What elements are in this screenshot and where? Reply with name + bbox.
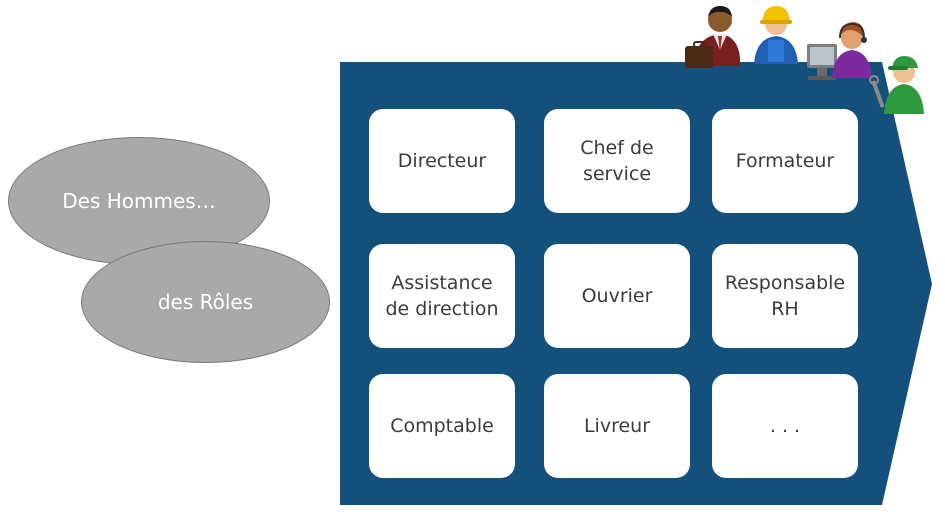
ellipse-hommes: Des Hommes… — [8, 137, 270, 265]
role-label: Comptable — [390, 415, 494, 437]
role-label: Livreur — [583, 415, 651, 437]
role-card-responsable-rh: Responsable RH — [712, 244, 858, 348]
call-center-operator-icon — [807, 22, 872, 80]
people-illustration — [685, 6, 924, 114]
role-label: Assistance de direction — [385, 272, 499, 320]
mechanic-icon — [869, 56, 924, 114]
role-label: Ouvrier — [581, 285, 653, 307]
role-card-more: . . . — [712, 374, 858, 478]
role-card-ouvrier: Ouvrier — [544, 244, 690, 348]
construction-worker-icon — [754, 6, 798, 64]
ellipse-roles-label: des Rôles — [157, 290, 254, 314]
ellipse-roles: des Rôles — [81, 241, 330, 363]
role-card-directeur: Directeur — [369, 109, 515, 213]
role-label: Directeur — [397, 150, 487, 172]
role-label: Formateur — [735, 150, 835, 172]
ellipse-hommes-label: Des Hommes… — [62, 189, 216, 213]
role-label: Chef de service — [580, 137, 654, 185]
role-card-livreur: Livreur — [544, 374, 690, 478]
role-card-comptable: Comptable — [369, 374, 515, 478]
role-card-chef-de-service: Chef de service — [544, 109, 690, 213]
businessman-icon — [685, 6, 740, 68]
role-card-assistance-de-direction: Assistance de direction — [369, 244, 515, 348]
role-label: . . . — [769, 415, 801, 437]
role-label: Responsable RH — [724, 272, 846, 320]
role-card-formateur: Formateur — [712, 109, 858, 213]
